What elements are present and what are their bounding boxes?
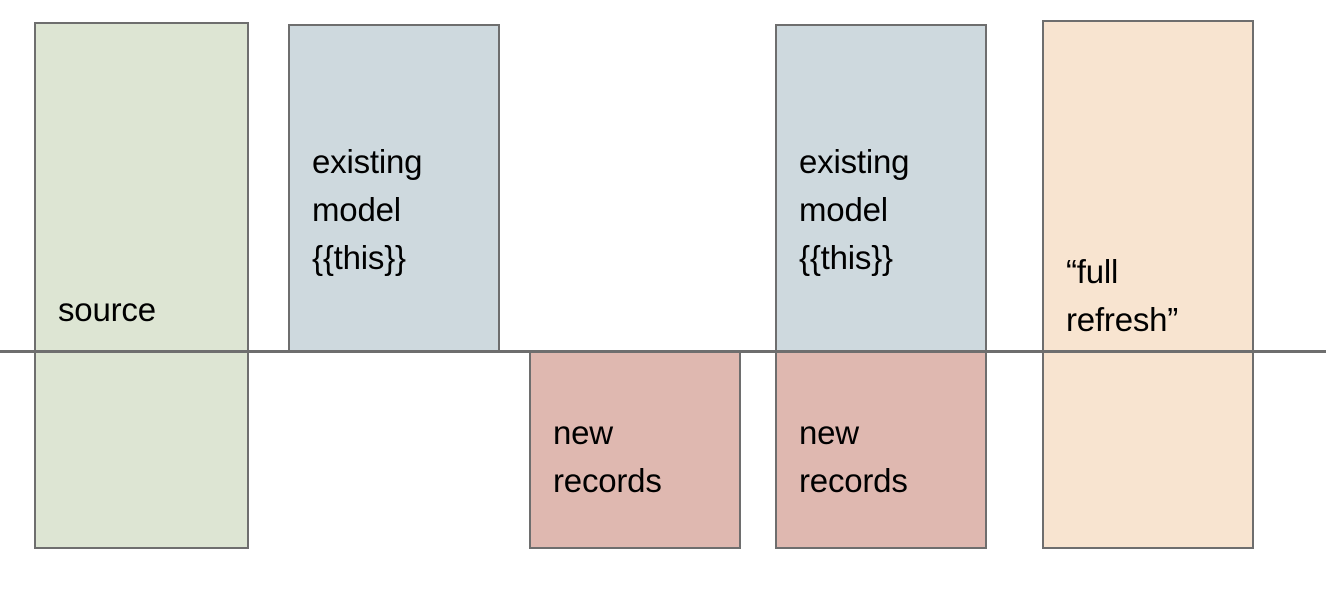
box-source-label: source [58, 291, 156, 328]
box-new-records-2-label: new records [799, 414, 908, 499]
box-source[interactable]: source [34, 22, 249, 549]
box-new-records-2[interactable]: new records [775, 351, 987, 549]
box-existing-model-2[interactable]: existing model {{this}} [775, 24, 987, 353]
box-full-refresh-label: “full refresh” [1066, 253, 1179, 338]
box-full-refresh[interactable]: “full refresh” [1042, 20, 1254, 549]
horizontal-divider-line [0, 350, 1326, 353]
box-existing-model-1[interactable]: existing model {{this}} [288, 24, 500, 353]
box-new-records-1[interactable]: new records [529, 351, 741, 549]
box-new-records-1-label: new records [553, 414, 662, 499]
box-existing-model-1-label: existing model {{this}} [312, 143, 423, 276]
box-existing-model-2-label: existing model {{this}} [799, 143, 910, 276]
